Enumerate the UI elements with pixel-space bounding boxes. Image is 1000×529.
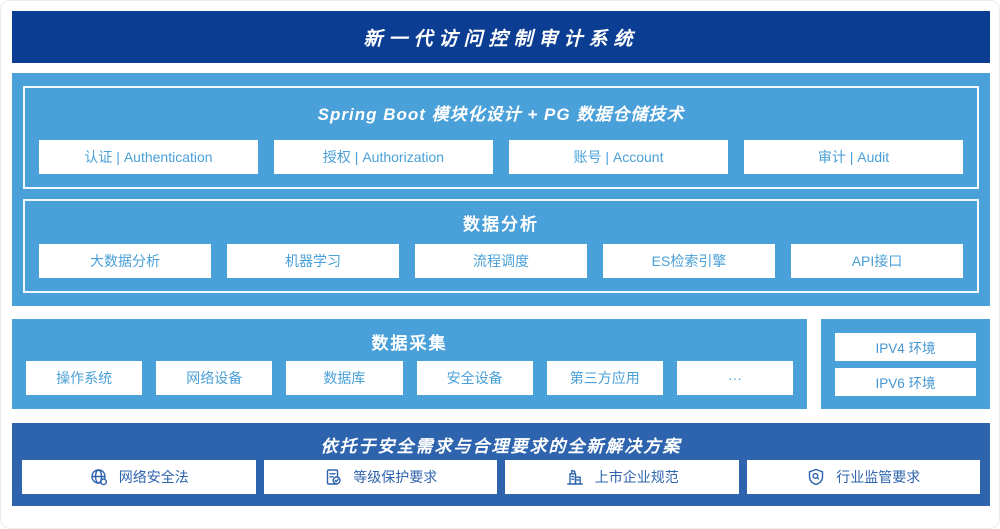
collection-row: 操作系统 网络设备 数据库 安全设备 第三方应用 ··· (26, 361, 794, 395)
analysis-box-ml: 机器学习 (227, 244, 399, 278)
solution-section-title: 依托于安全需求与合理要求的全新解决方案 (320, 437, 682, 456)
document-check-icon (323, 467, 343, 487)
solution-row: 网络安全法 等级保护要求 (22, 460, 980, 494)
collection-section-title: 数据采集 (371, 334, 448, 353)
module-box-authentication: 认证 | Authentication (39, 140, 258, 174)
solution-label: 网络安全法 (118, 469, 189, 485)
modules-section: Spring Boot 模块化设计 + PG 数据仓储技术 认证 | Authe… (23, 86, 979, 189)
modules-section-title: Spring Boot 模块化设计 + PG 数据仓储技术 (317, 105, 685, 124)
platform-container: Spring Boot 模块化设计 + PG 数据仓储技术 认证 | Authe… (12, 73, 990, 306)
analysis-box-es: ES检索引擎 (603, 244, 775, 278)
analysis-section-title: 数据分析 (463, 215, 539, 234)
analysis-box-bigdata: 大数据分析 (39, 244, 211, 278)
module-box-audit: 审计 | Audit (744, 140, 963, 174)
solution-label: 等级保护要求 (353, 469, 438, 485)
solution-box-cybersecurity-law: 网络安全法 (22, 460, 256, 494)
environments-section: IPV4 环境 IPV6 环境 (821, 319, 990, 409)
module-box-authorization: 授权 | Authorization (274, 140, 493, 174)
collection-section: 数据采集 操作系统 网络设备 数据库 安全设备 第三方应用 ··· (12, 319, 807, 409)
analysis-box-workflow: 流程调度 (415, 244, 587, 278)
solution-box-classified-protection: 等级保护要求 (263, 460, 497, 494)
env-box-ipv4: IPV4 环境 (835, 333, 976, 361)
solution-box-listed-company: 上市企业规范 (505, 460, 739, 494)
env-box-ipv6: IPV6 环境 (835, 368, 976, 396)
module-box-account: 账号 | Account (509, 140, 728, 174)
collection-box-database: 数据库 (286, 361, 403, 395)
analysis-row: 大数据分析 机器学习 流程调度 ES检索引擎 API接口 (39, 244, 963, 278)
shield-search-icon (806, 467, 826, 487)
modules-row: 认证 | Authentication 授权 | Authorization 账… (39, 140, 963, 174)
system-title-banner: 新一代访问控制审计系统 (12, 11, 990, 63)
collection-box-thirdparty: 第三方应用 (546, 361, 663, 395)
building-icon (565, 467, 585, 487)
collection-box-os: 操作系统 (26, 361, 143, 395)
system-title: 新一代访问控制审计系统 (363, 28, 639, 50)
solution-section: 依托于安全需求与合理要求的全新解决方案 网络安全法 (12, 423, 990, 506)
globe-icon (89, 467, 109, 487)
solution-label: 上市企业规范 (594, 469, 679, 485)
collection-box-network: 网络设备 (156, 361, 273, 395)
collection-box-more: ··· (676, 361, 794, 395)
analysis-box-api: API接口 (791, 244, 963, 278)
solution-box-industry-regulation: 行业监管要求 (746, 460, 980, 494)
analysis-section: 数据分析 大数据分析 机器学习 流程调度 ES检索引擎 API接口 (23, 199, 979, 293)
solution-label: 行业监管要求 (836, 469, 921, 485)
collection-box-security: 安全设备 (416, 361, 533, 395)
